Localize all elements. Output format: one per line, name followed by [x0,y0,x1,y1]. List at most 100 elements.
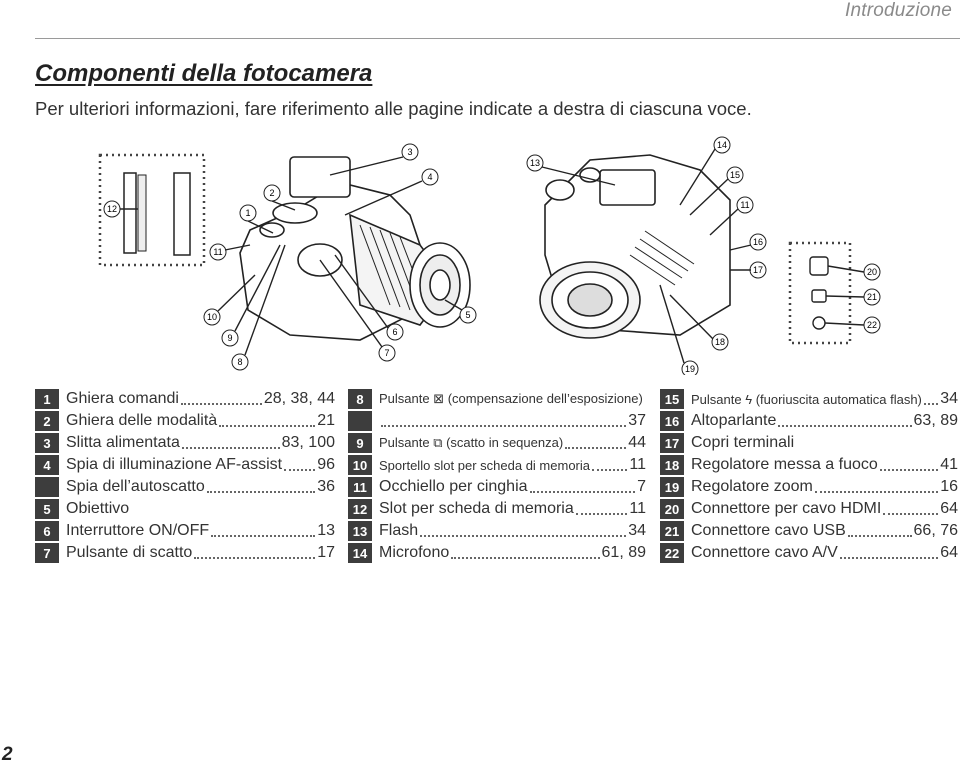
svg-text:9: 9 [227,333,232,343]
svg-text:5: 5 [465,310,470,320]
item-number: 2 [35,411,59,431]
list-item: 12 Slot per scheda di memoria 11 [348,498,646,520]
callout-4: 4 [421,168,439,186]
item-number: 15 [660,389,684,409]
item-number: 11 [348,477,372,497]
item-label: Flash [379,522,419,539]
callout-14: 14 [713,136,731,154]
item-label: Pulsante di scatto [66,544,193,561]
callout-11-left: 11 [209,243,227,261]
list-item: 13 Flash 34 [348,520,646,542]
callout-11-right: 11 [736,196,754,214]
callout-16: 16 [749,233,767,251]
item-pages: 44 [628,434,646,451]
camera-front-view [239,156,471,341]
connectors-inset [788,241,852,345]
svg-text:20: 20 [867,267,877,277]
callout-10: 10 [203,308,221,326]
item-pages: 96 [317,456,335,473]
item-pages: 83, 100 [281,434,335,451]
item-label: Pulsante ϟ (fuoriuscita automatica flash… [691,391,922,407]
item-number: 13 [348,521,372,541]
item-number: 21 [660,521,684,541]
svg-text:3: 3 [407,147,412,157]
item-label: Spia di illuminazione AF-assist [66,456,283,473]
svg-text:16: 16 [753,237,763,247]
svg-text:7: 7 [384,348,389,358]
list-item: 10 Sportello slot per scheda di memoria … [348,454,646,476]
item-number [35,477,59,497]
item-label: Obiettivo [66,500,130,517]
callout-15: 15 [726,166,744,184]
item-number: 3 [35,433,59,453]
list-item: 1 Ghiera comandi 28, 38, 44 [35,388,335,410]
item-number: 9 [348,433,372,453]
list-item: 14 Microfono 61, 89 [348,542,646,564]
svg-text:12: 12 [107,204,117,214]
camera-diagram: 1 2 3 4 5 6 7 8 9 10 11 12 13 14 15 11 1… [98,136,881,375]
list-item: 19 Regolatore zoom 16 [660,476,958,498]
item-pages: 34 [628,522,646,539]
item-number: 12 [348,499,372,519]
item-label: Ghiera delle modalità [66,412,218,429]
svg-text:13: 13 [530,158,540,168]
svg-text:8: 8 [237,357,242,367]
item-pages: 66, 76 [913,522,958,539]
list-item: 18 Regolatore messa a fuoco 41 [660,454,958,476]
svg-text:14: 14 [717,140,727,150]
callout-markers: 1 2 3 4 5 6 7 8 9 10 11 12 13 14 15 11 1… [103,136,881,375]
item-number: 14 [348,543,372,563]
callout-8: 8 [231,353,249,371]
item-pages: 7 [637,478,646,495]
callout-9: 9 [221,329,239,347]
item-pages: 37 [628,412,646,429]
list-item: 17 Copri terminali [660,432,958,454]
item-label: Copri terminali [691,434,795,451]
list-item: 4 Spia di illuminazione AF-assist 96 [35,454,335,476]
list-item: 16 Altoparlante 63, 89 [660,410,958,432]
svg-text:10: 10 [207,312,217,322]
item-pages: 11 [629,456,646,473]
item-number [348,411,372,431]
callout-2: 2 [263,184,281,202]
parts-list-col2: 8 Pulsante ⊠ (compensazione dell’esposiz… [348,388,646,564]
item-label: Connettore per cavo HDMI [691,500,882,517]
item-number: 18 [660,455,684,475]
item-number: 8 [348,389,372,409]
callout-21: 21 [863,288,881,306]
item-number: 4 [35,455,59,475]
item-label: Sportello slot per scheda di memoria [379,457,590,473]
callout-18: 18 [711,333,729,351]
list-item: 3 Slitta alimentata 83, 100 [35,432,335,454]
parts-list-col3: 15 Pulsante ϟ (fuoriuscita automatica fl… [660,388,958,564]
svg-text:21: 21 [867,292,877,302]
list-item: 21 Connettore cavo USB 66, 76 [660,520,958,542]
list-item: 22 Connettore cavo A/V 64 [660,542,958,564]
camera-rear-view [539,154,731,339]
item-label: Interruttore ON/OFF [66,522,210,539]
card-slot-inset [98,153,206,267]
callout-13: 13 [526,154,544,172]
svg-text:18: 18 [715,337,725,347]
item-pages: 41 [940,456,958,473]
svg-text:6: 6 [392,327,397,337]
svg-text:17: 17 [753,265,763,275]
item-pages: 64 [940,544,958,561]
svg-text:11: 11 [740,200,749,210]
item-number: 22 [660,543,684,563]
list-item: 6 Interruttore ON/OFF 13 [35,520,335,542]
section-header: Introduzione [845,0,952,21]
svg-text:2: 2 [269,188,274,198]
list-item: 5 Obiettivo [35,498,335,520]
svg-text:22: 22 [867,320,877,330]
item-label: Regolatore zoom [691,478,813,495]
list-item: Spia dell’autoscatto 36 [35,476,335,498]
item-number: 16 [660,411,684,431]
item-label: Altoparlante [691,412,777,429]
callout-12: 12 [103,200,121,218]
list-item: 2 Ghiera delle modalità 21 [35,410,335,432]
list-item: 7 Pulsante di scatto 17 [35,542,335,564]
svg-text:15: 15 [730,170,740,180]
item-pages: 36 [317,478,335,495]
item-label: Pulsante ⊠ (compensazione dell’esposizio… [379,391,643,406]
